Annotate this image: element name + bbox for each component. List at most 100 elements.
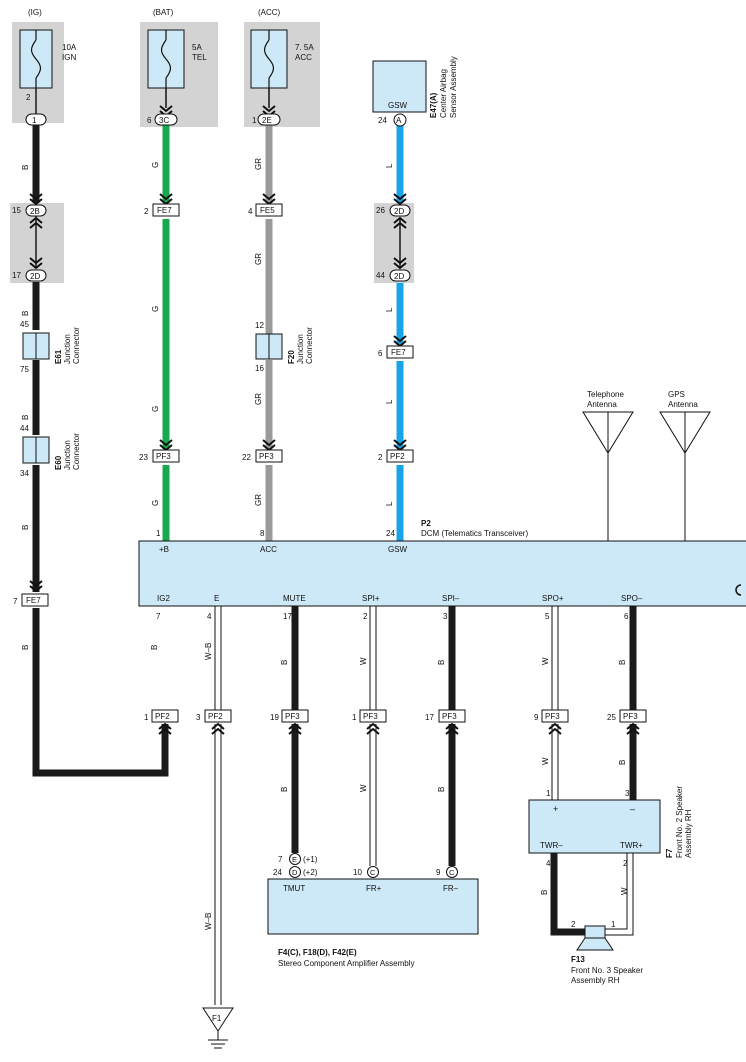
dcm-name: DCM (Telematics Transceiver) — [421, 529, 528, 538]
spk2-plus: + — [553, 804, 558, 814]
ig2-pf2-connector — [151, 709, 179, 723]
col1-j1-top: 2B — [30, 207, 40, 216]
spi-minus-pf3-connector — [438, 709, 466, 723]
spo-minus-pf3-pin: 25 — [607, 713, 616, 722]
col3-fe5: FE5 — [260, 206, 275, 215]
mute-pf3-connector — [281, 709, 309, 723]
spi-plus-pf3-pin: 1 — [352, 713, 357, 722]
amp-ref: F4(C), F18(D), F42(E) — [278, 948, 357, 957]
front-no2-speaker — [528, 799, 661, 854]
col4-j-top: 2D — [394, 207, 404, 216]
dcm-terminal-b: +B — [159, 545, 169, 554]
f1-ground-connector — [202, 1007, 234, 1032]
col4-fe7-connector — [386, 345, 414, 359]
col3-wire-color-4: GR — [254, 494, 263, 506]
col1-j1-bot-pin: 17 — [12, 271, 21, 280]
spk2-name-2: Assembly RH — [684, 809, 693, 858]
spi-minus-wire-color: B — [437, 660, 446, 665]
ign-rating: 10A — [62, 43, 77, 52]
e60-label-2: Connector — [72, 433, 81, 470]
mute-wire-color-2: B — [280, 787, 289, 792]
dcm-spi-plus-pin: 2 — [363, 612, 368, 621]
spi-minus-wire-color-2: B — [437, 787, 446, 792]
f1-ground-label: F1 — [212, 1014, 222, 1023]
amp-frm-c: C — [449, 868, 455, 877]
tel-antenna-label-1: Telephone — [587, 390, 624, 399]
col1-j1-bot: 2D — [30, 272, 40, 281]
spk2-ref: F7 — [665, 848, 674, 858]
f20-label-1: Junction — [296, 334, 305, 364]
col3-pf3-pin: 22 — [242, 453, 251, 462]
col2-wire-color-1: G — [151, 162, 160, 168]
col1-j1-top-pin: 15 — [12, 206, 21, 215]
spk3-name-1: Front No. 3 Speaker — [571, 966, 643, 975]
spi-plus-wire-color-2: W — [359, 784, 368, 792]
col4-wire-color-3: L — [385, 399, 394, 404]
col1-wire-color-4: B — [21, 525, 30, 530]
e-pf2: PF2 — [208, 712, 223, 721]
amp-terminal-frp: FR+ — [366, 884, 382, 893]
dcm-spo-plus-pin: 5 — [545, 612, 550, 621]
telephone-antenna-icon — [582, 411, 634, 454]
amp-terminal-frm: FR– — [443, 884, 459, 893]
amp-frp-c: C — [370, 868, 376, 877]
dcm-telematics-transceiver — [138, 540, 746, 607]
amp-tmut-connector-2 — [289, 866, 301, 878]
spk2-plus-pin: 1 — [546, 789, 551, 798]
col1-fe7-pin: 7 — [13, 597, 18, 606]
f20-bot-pin: 16 — [255, 364, 264, 373]
e61-bot-pin: 75 — [20, 365, 29, 374]
amp-tmut-pin-1: 7 — [278, 855, 283, 864]
col4-pf2-connector — [386, 449, 414, 463]
ig2-wire-color: B — [150, 645, 159, 650]
e60-label-1: Junction — [63, 440, 72, 470]
f20-top-pin: 12 — [255, 321, 264, 330]
acc-connector-label: 2E — [262, 116, 272, 125]
amp-tmut-pin-2: 24 — [273, 868, 282, 877]
dcm-terminal-e: E — [214, 594, 219, 603]
airbag-connector-label: A — [396, 116, 402, 125]
col2-wire-color-4: G — [151, 500, 160, 506]
f20-label-2: Connector — [305, 327, 314, 364]
spo-minus-wire-color: B — [618, 660, 627, 665]
airbag-pin: 24 — [378, 116, 387, 125]
amp-tmut-c2: D — [292, 868, 298, 877]
col4-pf2-pin: 2 — [378, 453, 383, 462]
col4-fe7-pin: 6 — [378, 349, 383, 358]
col4-j-top-pin: 26 — [376, 206, 385, 215]
col3-wire-color-3: GR — [254, 393, 263, 405]
col2-fe7-pin: 2 — [144, 207, 149, 216]
col4-wire-color-1: L — [385, 163, 394, 168]
col4-fe7: FE7 — [391, 348, 406, 357]
tel-rating: 5A — [192, 43, 202, 52]
dcm-ref: P2 — [421, 519, 431, 528]
amp-name: Stereo Component Amplifier Assembly — [278, 959, 415, 968]
spo-plus-wire-color-2: W — [541, 757, 550, 765]
col1-wire-color-3: B — [21, 415, 30, 420]
col4-wire-color-4: L — [385, 501, 394, 506]
col4-junction-bottom-connector — [389, 269, 411, 282]
airbag-connector — [393, 113, 407, 127]
e61-label-1: Junction — [63, 334, 72, 364]
col4-pf2: PF2 — [390, 452, 405, 461]
dcm-spi-minus-pin: 3 — [443, 612, 448, 621]
junction-block-shade-2 — [374, 203, 414, 283]
col4-wire-color-2: L — [385, 307, 394, 312]
e-pf2-connector — [204, 709, 232, 723]
dcm-spo-minus-pin: 6 — [624, 612, 629, 621]
ground-icon — [208, 1031, 228, 1049]
spo-minus-pf3: PF3 — [623, 712, 638, 721]
col1-wire-color-2: B — [21, 311, 30, 316]
col1-junction-top-connector — [25, 204, 47, 217]
col3-fe5-pin: 4 — [248, 207, 253, 216]
amp-tmut-connector-1 — [289, 853, 301, 865]
mute-wire-color: B — [280, 660, 289, 665]
tel-connector — [154, 113, 178, 126]
amp-tmut-c1: E — [292, 855, 297, 864]
ign-fuse-name: IGN — [62, 53, 76, 62]
gps-antenna-label-1: GPS — [668, 390, 685, 399]
amp-tmut-s2: (+2) — [303, 868, 318, 877]
col2-wire-color-3: G — [151, 406, 160, 412]
spi-plus-pf3-connector — [359, 709, 387, 723]
tel-connector-label: 3C — [159, 116, 169, 125]
